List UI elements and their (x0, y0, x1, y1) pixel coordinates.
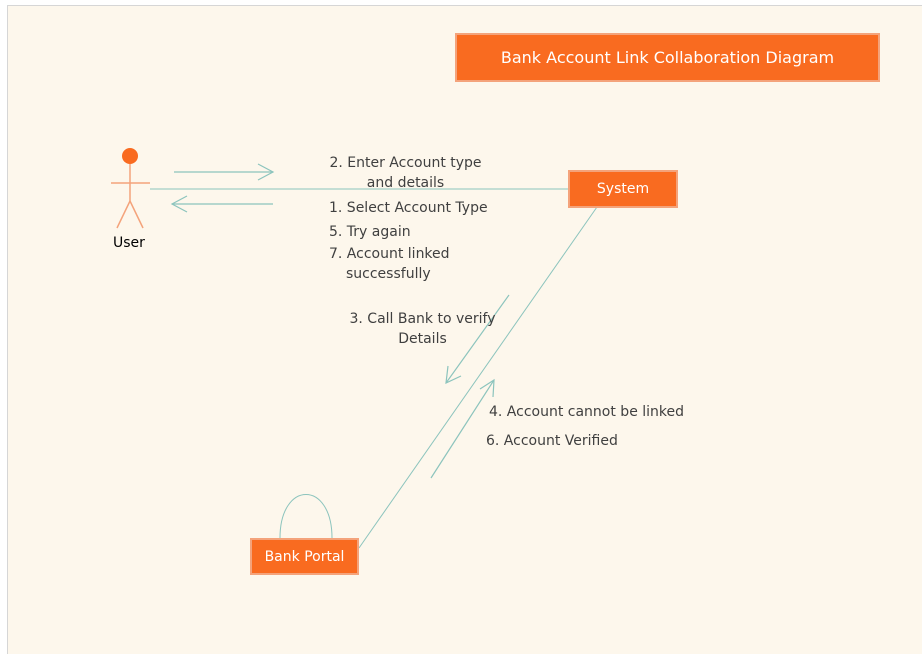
message-label: successfully (346, 266, 431, 282)
message-label: 7. Account linked (329, 246, 450, 262)
message-group-account-linked: 7. Account linked successfully (329, 244, 450, 284)
message-label: 1. Select Account Type (329, 200, 488, 216)
message-label: 3. Call Bank to verify (349, 311, 496, 327)
link-system-bank-portal (358, 206, 598, 549)
stick-figure-actor-icon (111, 148, 150, 229)
arrow-right-icon (174, 163, 275, 181)
actor-head (122, 148, 138, 164)
bank-portal-node: Bank Portal (250, 538, 359, 575)
arrow-down-left-icon (445, 294, 510, 384)
message-label: and details (366, 175, 445, 191)
message-label: 5. Try again (329, 224, 411, 240)
message-label: 6. Account Verified (486, 433, 618, 449)
self-loop-bank-portal (279, 494, 333, 539)
message-group-system-to-bank: 3. Call Bank to verify Details (340, 309, 505, 349)
diagram-title: Bank Account Link Collaboration Diagram (455, 33, 880, 82)
arrow-up-right-icon (430, 378, 495, 479)
arrow-left-icon (170, 195, 273, 213)
diagram-background (7, 5, 922, 654)
actor-label: User (113, 235, 145, 251)
system-node: System (568, 170, 678, 208)
message-label: Details (398, 331, 447, 347)
message-group-user-to-system: 2. Enter Account type and details (318, 153, 493, 193)
message-label: 4. Account cannot be linked (489, 404, 685, 420)
message-label: 2. Enter Account type (329, 155, 482, 171)
